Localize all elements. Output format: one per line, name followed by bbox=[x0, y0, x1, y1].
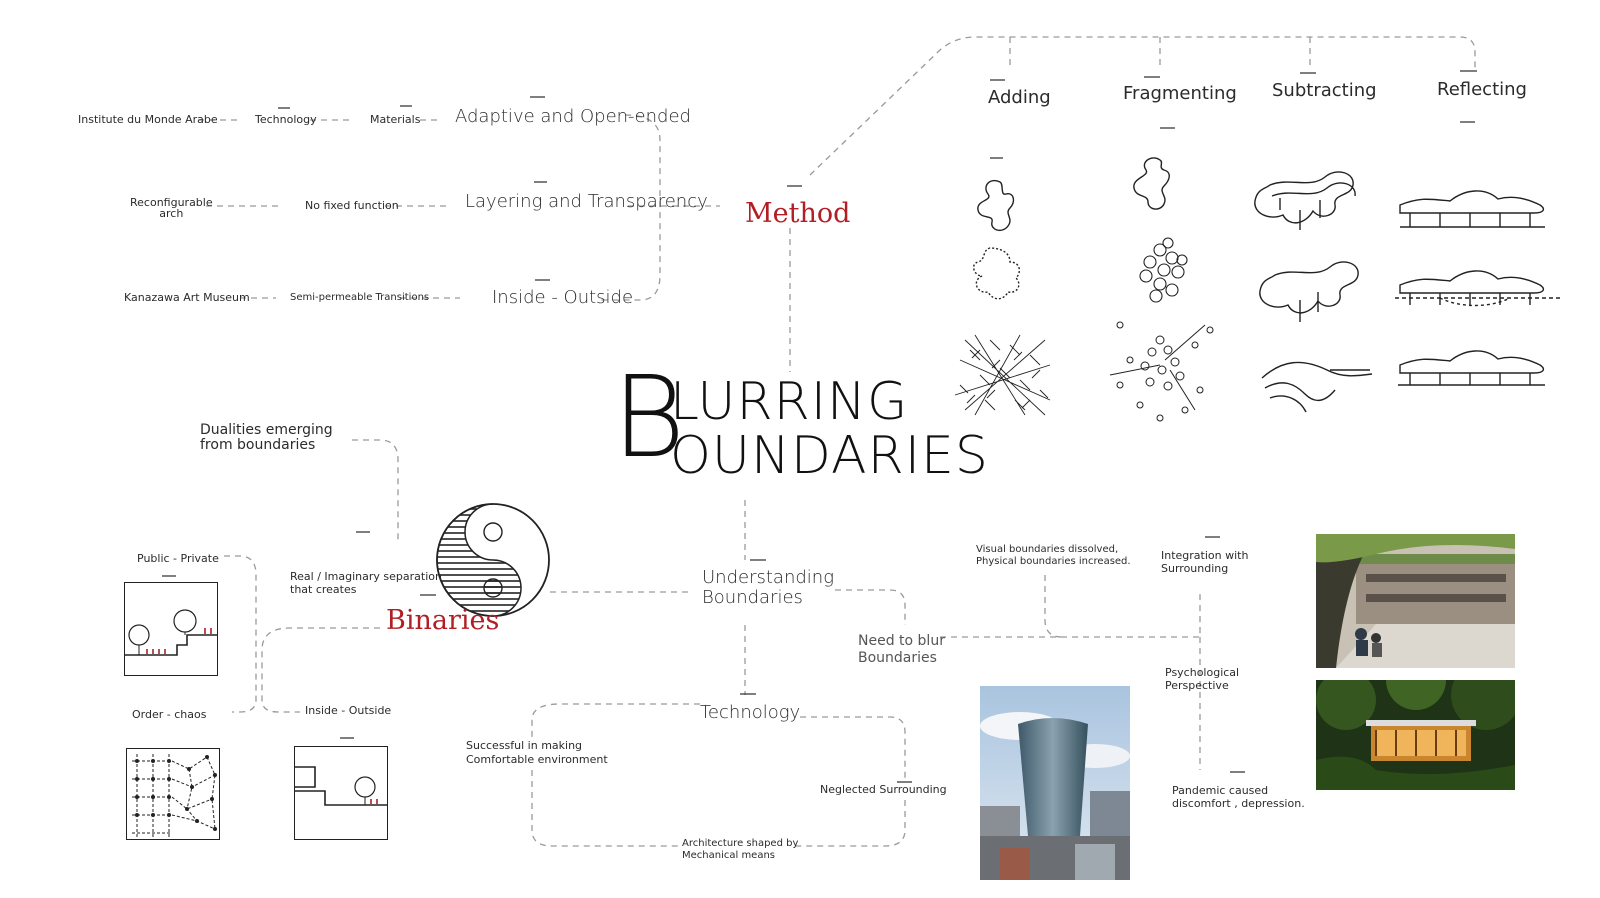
public-private-sketch bbox=[125, 609, 217, 656]
category-fragmenting: Fragmenting bbox=[1123, 83, 1237, 104]
fragmenting-sketches bbox=[1109, 157, 1214, 422]
connector-lines bbox=[198, 36, 1476, 847]
category-adding: Adding bbox=[988, 87, 1051, 108]
method-label: Method bbox=[745, 198, 851, 229]
campus-photo bbox=[1316, 534, 1515, 668]
category-subtracting: Subtracting bbox=[1272, 80, 1377, 101]
inside-outside-panel bbox=[294, 746, 388, 840]
neglected-label: Neglected Surrounding bbox=[820, 783, 947, 796]
method-row-1-left: Institute du Monde Arabe bbox=[78, 113, 218, 126]
method-row-1-mid2: Technology bbox=[255, 113, 317, 126]
method-row-2-left: Reconfigurable arch bbox=[130, 196, 213, 220]
pair-public-private: Public - Private bbox=[137, 552, 219, 565]
method-row-3-left: Kanazawa Art Museum bbox=[124, 291, 250, 304]
dualities-label: Dualities emerging from boundaries bbox=[200, 422, 333, 453]
forest-house-photo bbox=[1316, 680, 1515, 790]
method-row-3-mid: Semi-permeable Transitions bbox=[290, 292, 430, 303]
method-row-2-mid: No fixed function bbox=[305, 199, 399, 212]
visual-boundaries-label: Visual boundaries dissolved, Physical bo… bbox=[976, 544, 1131, 567]
public-private-panel bbox=[124, 582, 218, 676]
understanding-label: Understanding Boundaries bbox=[702, 567, 834, 608]
title-line-2: OUNDARIES bbox=[670, 426, 989, 486]
category-reflecting: Reflecting bbox=[1437, 79, 1527, 100]
adding-sketches bbox=[954, 179, 1051, 416]
pair-inside-outside: Inside - Outside bbox=[305, 704, 392, 717]
method-row-3-main: Inside - Outside bbox=[492, 287, 634, 308]
psychological-label: Psychological Perspective bbox=[1165, 666, 1240, 692]
binaries-label: Binaries bbox=[386, 605, 500, 636]
integration-label: Integration with Surrounding bbox=[1161, 549, 1249, 575]
method-row-1-main: Adaptive and Open-ended bbox=[455, 106, 691, 127]
title-line-1: LURRING bbox=[670, 372, 909, 432]
method-row-1-mid1: Materials bbox=[370, 113, 421, 126]
mechanical-label: Architecture shaped by Mechanical means bbox=[682, 838, 799, 861]
method-row-2-main: Layering and Transparency bbox=[465, 191, 708, 212]
tower-photo bbox=[980, 686, 1130, 880]
reflecting-sketches bbox=[1395, 190, 1560, 386]
order-chaos-panel bbox=[126, 748, 220, 840]
title-initial: B bbox=[612, 353, 686, 483]
successful-label: Successful in making Comfortable environ… bbox=[466, 739, 608, 766]
need-to-blur-label: Need to blur Boundaries bbox=[858, 633, 945, 666]
order-chaos-sketch bbox=[132, 754, 217, 837]
pair-order-chaos: Order - chaos bbox=[132, 708, 207, 721]
inside-outside-sketch bbox=[295, 766, 387, 806]
pandemic-label: Pandemic caused discomfort , depression. bbox=[1172, 784, 1305, 810]
yin-yang-icon bbox=[436, 503, 550, 617]
technology-label: Technology bbox=[700, 702, 801, 723]
separation-label: Real / Imaginary separation that creates bbox=[290, 570, 442, 596]
main-title: B LURRING OUNDARIES bbox=[612, 362, 988, 488]
tick-marks bbox=[162, 70, 1477, 783]
subtracting-sketches bbox=[1254, 171, 1373, 413]
